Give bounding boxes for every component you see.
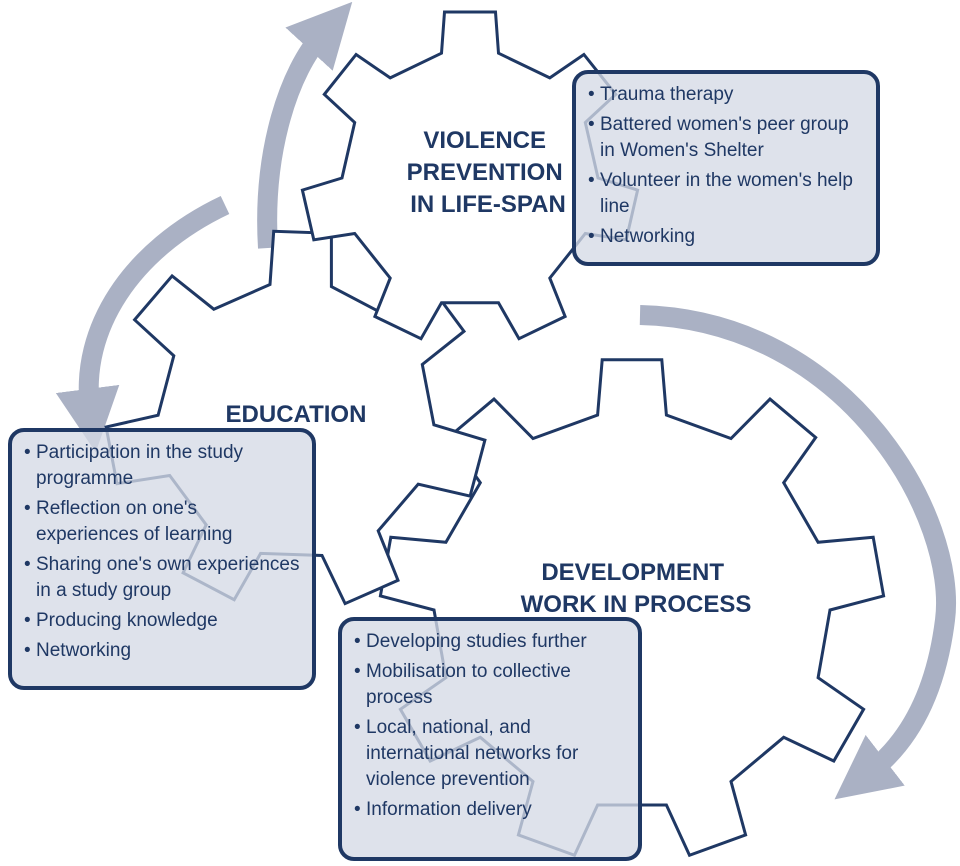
arrow-violence-to-education [55, 195, 230, 453]
development-item-studies: Developing studies further [354, 629, 628, 655]
arrow-violence-to-development [639, 305, 956, 800]
violence-prevention-box: Trauma therapy Battered women's peer gro… [572, 70, 880, 266]
violence-title: VIOLENCE PREVENTION IN LIFE-SPAN [407, 127, 570, 218]
violence-item-networking: Networking [588, 224, 866, 250]
violence-prevention-list: Trauma therapy Battered women's peer gro… [588, 82, 866, 250]
development-title-line-2: WORK IN PROCESS [521, 591, 752, 618]
development-title: DEVELOPMENT WORK IN PROCESS [521, 559, 752, 618]
education-item-participation: Participation in the study programme [24, 440, 302, 492]
violence-item-trauma-therapy: Trauma therapy [588, 82, 866, 108]
education-item-producing-knowledge: Producing knowledge [24, 608, 302, 634]
violence-gear-outline [300, 10, 640, 341]
development-item-mobilisation: Mobilisation to collective process [354, 659, 628, 711]
education-title-line-1: EDUCATION [226, 401, 367, 428]
development-title-line-1: DEVELOPMENT [541, 559, 724, 586]
arrow-education-to-violence [257, 1, 353, 249]
violence-title-line-1: VIOLENCE [423, 127, 546, 154]
development-work-list: Developing studies further Mobilisation … [354, 629, 628, 823]
development-item-networks: Local, national, and international netwo… [354, 715, 628, 793]
education-item-reflection: Reflection on one's experiences of learn… [24, 496, 302, 548]
violence-title-line-2: PREVENTION [407, 159, 563, 186]
education-list: Participation in the study programme Ref… [24, 440, 302, 664]
education-box: Participation in the study programme Ref… [8, 428, 316, 690]
development-work-box: Developing studies further Mobilisation … [338, 617, 642, 861]
education-item-sharing: Sharing one's own experiences in a study… [24, 552, 302, 604]
development-item-information: Information delivery [354, 797, 628, 823]
violence-item-help-line: Volunteer in the women's help line [588, 168, 866, 220]
violence-title-line-3: IN LIFE-SPAN [410, 191, 566, 218]
education-item-networking: Networking [24, 638, 302, 664]
violence-item-peer-group: Battered women's peer group in Women's S… [588, 112, 866, 164]
education-title: EDUCATION [226, 401, 367, 428]
